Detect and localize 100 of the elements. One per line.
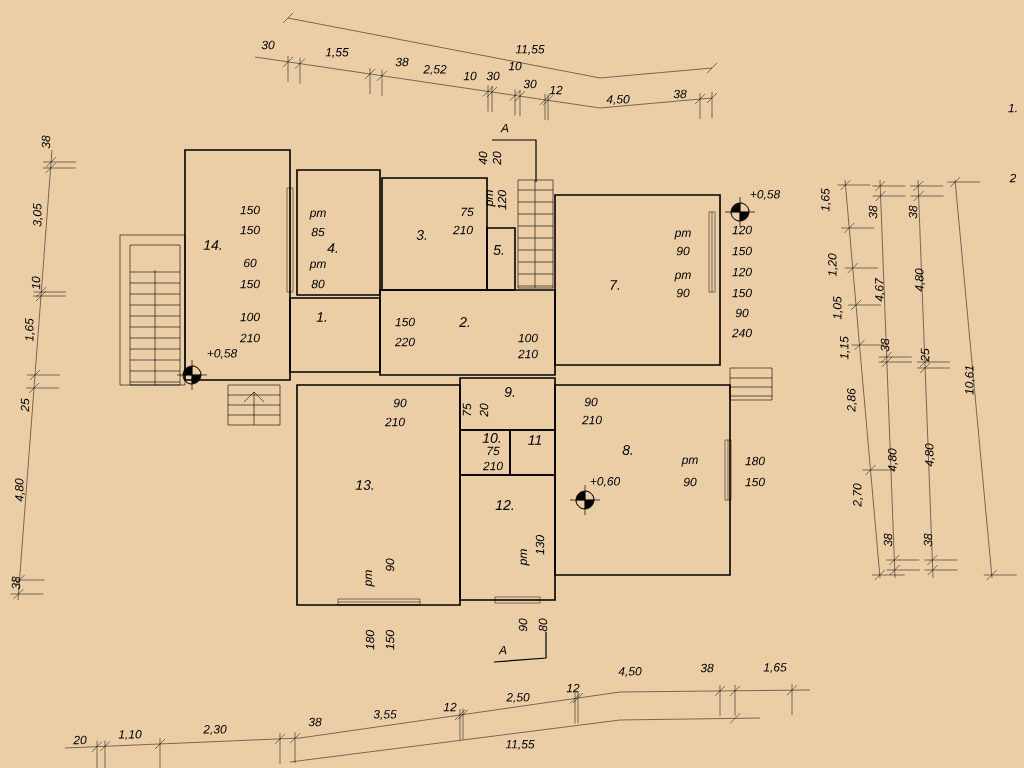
dimension-label: 30 bbox=[523, 79, 537, 89]
dimension-label: 4,80 bbox=[915, 268, 925, 292]
dimension-label: 20 bbox=[73, 735, 87, 745]
opening-size-label: 40 bbox=[478, 151, 488, 165]
opening-size-label: 20 bbox=[492, 151, 502, 165]
dimension-label: 4,67 bbox=[875, 277, 885, 302]
dimension-label: 38 bbox=[908, 205, 918, 219]
opening-size-label: pm bbox=[309, 261, 326, 271]
dimension-label: 38 bbox=[700, 663, 714, 673]
opening-size-label: 90 bbox=[393, 398, 407, 408]
opening-size-label: 210 bbox=[517, 349, 538, 359]
room: 5. bbox=[486, 227, 516, 291]
opening-size-label: 150 bbox=[732, 246, 752, 256]
dimension-label: 12 bbox=[443, 702, 457, 712]
opening-size-label: 90 bbox=[518, 618, 528, 632]
dimension-label: 38 bbox=[923, 533, 933, 547]
opening-size-label: 150 bbox=[395, 317, 415, 327]
opening-size-label: 75 bbox=[487, 446, 500, 456]
dimension-label: 1,65 bbox=[763, 663, 787, 673]
opening-size-label: 100 bbox=[240, 312, 260, 322]
opening-size-label: 120 bbox=[732, 267, 752, 277]
section-label: A bbox=[500, 123, 509, 133]
opening-size-label: 85 bbox=[311, 227, 325, 237]
level-label: +0,58 bbox=[207, 349, 238, 359]
dimension-label: 10 bbox=[508, 61, 522, 71]
dimension-label: 10 bbox=[463, 71, 477, 81]
dimension-label: 3,55 bbox=[373, 710, 397, 720]
opening-size-label: 90 bbox=[676, 246, 690, 256]
opening-size-label: 120 bbox=[497, 190, 507, 210]
opening-size-label: pm bbox=[674, 230, 691, 240]
dimension-label: 38 bbox=[868, 205, 878, 219]
opening-size-label: pm bbox=[674, 272, 691, 282]
dimension-label: 4,80 bbox=[925, 443, 935, 467]
dimension-label: 38 bbox=[308, 717, 322, 727]
opening-size-label: 150 bbox=[240, 225, 260, 235]
opening-size-label: 90 bbox=[385, 558, 395, 572]
dimension-label: 1,15 bbox=[840, 336, 850, 360]
dimension-label: 1,55 bbox=[325, 48, 349, 58]
dimension-label: 38 bbox=[41, 135, 51, 149]
dimension-label: 38 bbox=[883, 533, 893, 547]
opening-size-label: 80 bbox=[311, 279, 325, 289]
dimension-label: 11,55 bbox=[515, 45, 545, 55]
opening-size-label: 150 bbox=[385, 630, 395, 650]
dimension-label: 2,70 bbox=[853, 483, 863, 507]
dimension-label: 1,65 bbox=[25, 318, 35, 342]
opening-size-label: 150 bbox=[240, 205, 260, 215]
dimension-label: 25 bbox=[920, 348, 930, 362]
dimension-label: 4,80 bbox=[888, 448, 898, 472]
dimension-label: 10,61 bbox=[965, 366, 975, 395]
opening-size-label: 20 bbox=[479, 403, 489, 417]
dimension-label: 1,65 bbox=[821, 188, 831, 212]
opening-size-label: 150 bbox=[240, 279, 260, 289]
dimension-label: 38 bbox=[11, 576, 21, 590]
opening-size-label: 75 bbox=[461, 207, 474, 217]
opening-size-label: 75 bbox=[462, 403, 472, 416]
opening-size-label: 150 bbox=[732, 288, 752, 298]
dimension-label: 4,50 bbox=[606, 95, 630, 105]
dimension-label: 10 bbox=[31, 276, 41, 290]
opening-size-label: 220 bbox=[394, 337, 415, 347]
opening-size-label: 210 bbox=[384, 417, 405, 427]
list-number: 2 bbox=[1009, 173, 1017, 183]
dimension-label: 2,50 bbox=[506, 693, 530, 703]
dimension-label: 1,20 bbox=[828, 253, 838, 277]
level-label: +0,60 bbox=[590, 477, 621, 487]
dimension-label: 2,52 bbox=[423, 65, 447, 75]
opening-size-label: 240 bbox=[731, 328, 752, 338]
opening-size-label: 150 bbox=[745, 477, 765, 487]
opening-size-label: pm bbox=[486, 190, 496, 207]
dimension-label: 30 bbox=[261, 40, 275, 50]
opening-size-label: 60 bbox=[244, 258, 257, 268]
opening-size-label: 90 bbox=[735, 308, 749, 318]
section-label: A bbox=[498, 645, 507, 655]
list-number: 1. bbox=[1008, 103, 1017, 113]
dimension-label: 2,30 bbox=[203, 725, 227, 735]
opening-size-label: 90 bbox=[676, 288, 690, 298]
room: 11 bbox=[509, 429, 556, 476]
opening-size-label: 100 bbox=[518, 333, 538, 343]
opening-size-label: 120 bbox=[732, 225, 752, 235]
opening-size-label: 210 bbox=[581, 415, 602, 425]
opening-size-label: 130 bbox=[535, 535, 545, 555]
dimension-label: 1,10 bbox=[118, 730, 142, 740]
opening-size-label: 210 bbox=[452, 225, 473, 235]
dimension-label: 4,80 bbox=[15, 478, 25, 502]
dimension-label: 25 bbox=[20, 398, 30, 412]
dimension-label: 12 bbox=[566, 683, 580, 693]
dimension-label: 11,55 bbox=[505, 740, 535, 750]
opening-size-label: 180 bbox=[365, 630, 375, 650]
opening-size-label: 210 bbox=[482, 461, 503, 471]
opening-size-label: pm bbox=[520, 549, 530, 566]
opening-size-label: 90 bbox=[683, 477, 697, 487]
dimension-label: 30 bbox=[486, 71, 500, 81]
dimension-label: 38 bbox=[395, 57, 409, 67]
opening-size-label: 80 bbox=[538, 618, 548, 632]
opening-size-label: 90 bbox=[584, 397, 598, 407]
opening-size-label: 210 bbox=[239, 333, 260, 343]
room: 1. bbox=[289, 297, 381, 373]
dimension-label: 2,86 bbox=[847, 388, 857, 412]
dimension-label: 4,50 bbox=[618, 667, 642, 677]
opening-size-label: pm bbox=[365, 570, 375, 587]
dimension-label: 12 bbox=[549, 85, 563, 95]
